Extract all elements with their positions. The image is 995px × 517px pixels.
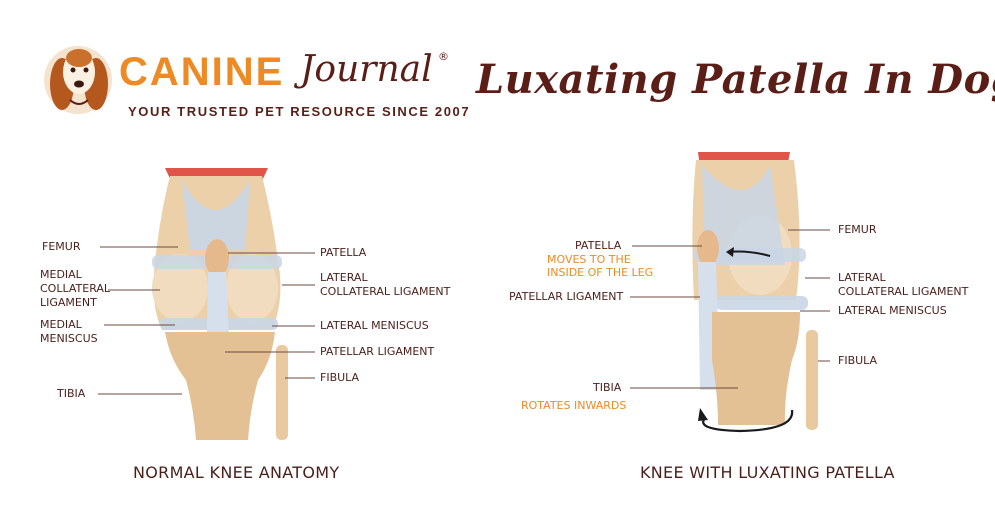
label-lateral-meniscus: LATERAL MENISCUS (320, 319, 429, 332)
label-lux-patellar-ligament: PATELLAR LIGAMENT (509, 290, 624, 303)
label-lateral-collateral-2: COLLATERAL LIGAMENT (320, 285, 451, 298)
caption-normal-knee: NORMAL KNEE ANATOMY (133, 463, 340, 482)
luxating-knee-illustration (692, 152, 818, 430)
label-lux-patella-note-1: MOVES TO THE (547, 253, 631, 266)
label-femur: FEMUR (42, 240, 81, 253)
label-lux-fibula: FIBULA (838, 354, 878, 367)
normal-knee-illustration (152, 168, 288, 440)
label-medial-meniscus-1: MEDIAL (40, 318, 82, 331)
label-medial-meniscus-2: MENISCUS (40, 332, 98, 345)
label-medial-collateral-3: LIGAMENT (40, 296, 97, 309)
label-medial-collateral-2: COLLATERAL (40, 282, 111, 295)
label-lux-lateral-meniscus: LATERAL MENISCUS (838, 304, 947, 317)
page-title: Luxating Patella In Dogs (476, 56, 995, 103)
label-patellar-ligament: PATELLAR LIGAMENT (320, 345, 435, 358)
patella-shift-arrow-icon (726, 247, 771, 257)
label-lux-patella-note-2: INSIDE OF THE LEG (547, 266, 654, 279)
brand-tagline: YOUR TRUSTED PET RESOURCE SINCE 2007 (128, 104, 471, 119)
label-lux-tibia: TIBIA (593, 381, 622, 394)
label-lux-femur: FEMUR (838, 223, 877, 236)
label-lux-patella: PATELLA (575, 239, 622, 252)
label-lux-tibia-note: ROTATES INWARDS (521, 399, 627, 412)
brand-journal: Journal (300, 49, 433, 90)
label-fibula: FIBULA (320, 371, 360, 384)
tibia-rotation-arrow-icon (698, 408, 794, 433)
label-lateral-collateral-1: LATERAL (320, 271, 368, 284)
label-lux-lateral-collateral-2: COLLATERAL LIGAMENT (838, 285, 969, 298)
brand-name: CANINE (119, 50, 285, 94)
label-patella: PATELLA (320, 246, 367, 259)
label-medial-collateral-1: MEDIAL (40, 268, 82, 281)
label-lux-lateral-collateral-1: LATERAL (838, 271, 886, 284)
brand-registered-mark: ® (438, 50, 449, 63)
label-tibia: TIBIA (57, 387, 86, 400)
caption-luxating-knee: KNEE WITH LUXATING PATELLA (640, 463, 895, 482)
